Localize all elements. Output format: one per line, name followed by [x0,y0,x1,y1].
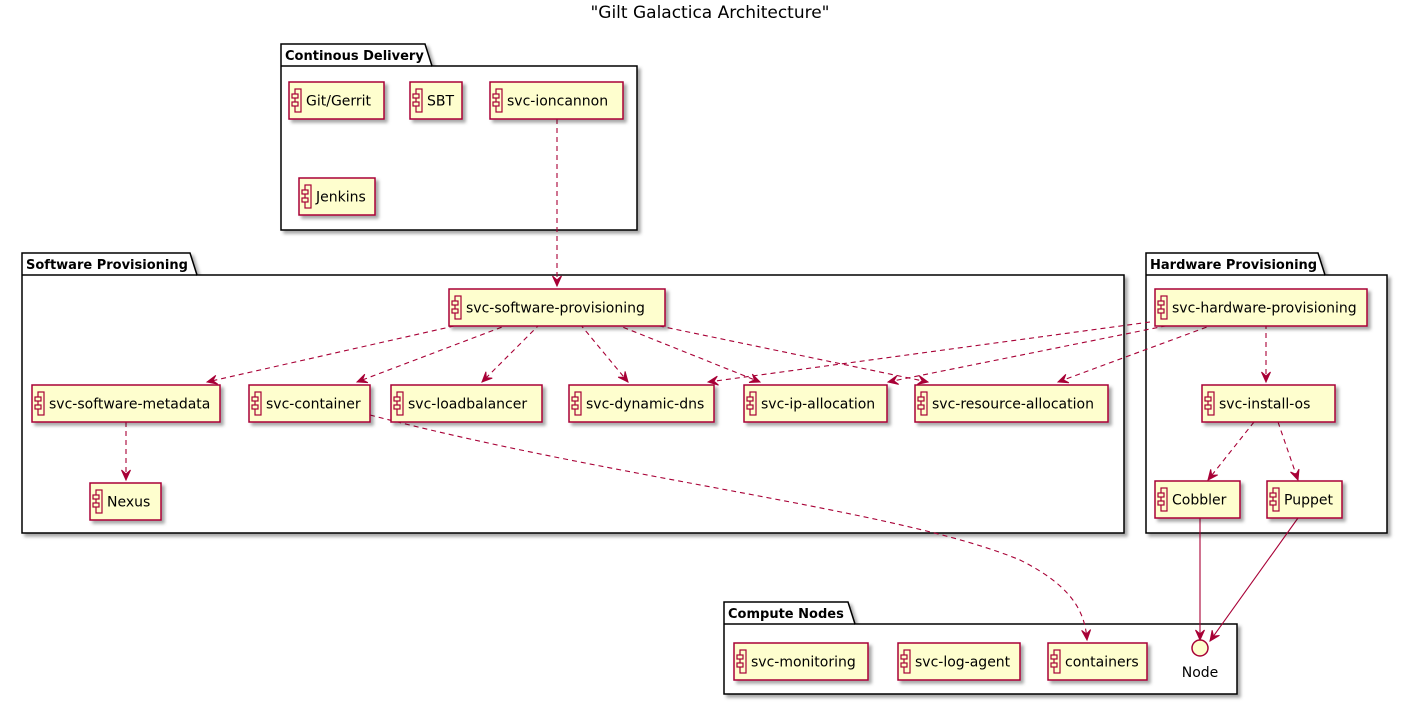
component-installos: svc-install-os [1201,384,1336,423]
node-interface: Node [1182,639,1219,681]
component-icon [37,391,45,416]
component-label-hwprov: svc-hardware-provisioning [1172,301,1357,317]
package-title-cd: Continous Delivery [285,49,424,64]
component-git: Git/Gerrit [288,81,385,120]
component-swprov: svc-software-provisioning [448,288,666,327]
arrowhead [1081,629,1092,642]
edge-swprov-lb [481,323,541,383]
component-icon [749,391,757,416]
arrowhead [706,375,719,386]
component-containers: containers [1047,642,1148,681]
component-icon [454,295,462,320]
component-label-dns: svc-dynamic-dns [586,397,704,413]
component-icon [1160,487,1168,512]
component-container: svc-container [248,384,371,423]
edge-swprov-resalloc [649,323,929,383]
edge-swprov-container [356,323,511,383]
component-label-monitoring: svc-monitoring [751,655,856,671]
edge-hwprov-dns [707,321,1151,383]
edge-installos-puppet [1277,421,1299,481]
arrowhead [121,469,131,482]
component-icon [304,184,312,209]
component-jenkins: Jenkins [298,177,376,216]
arrowhead [481,371,493,383]
component-puppet: Puppet [1266,480,1343,519]
arrowhead [1195,629,1205,642]
component-icon [294,88,302,113]
edge-swprov-ipalloc [614,323,761,383]
component-icon [739,649,747,674]
arrowhead [1207,469,1218,481]
component-resalloc: svc-resource-allocation [914,384,1109,423]
component-cobbler: Cobbler [1154,480,1241,519]
component-hwprov: svc-hardware-provisioning [1154,288,1368,327]
dependency-arrows [125,119,1299,642]
edge-swprov-dns [579,323,629,383]
edge-installos-cobbler [1207,421,1255,481]
component-label-cobbler: Cobbler [1172,493,1227,509]
arrowhead [1290,468,1300,482]
component-nexus: Nexus [89,482,162,521]
component-icon [1207,391,1215,416]
arrowhead [617,371,629,383]
edge-puppet-node [1209,517,1299,642]
component-icon [903,649,911,674]
component-label-sbt: SBT [427,94,454,110]
component-logagent: svc-log-agent [897,642,1021,681]
edge-swprov-swmeta [206,323,464,383]
package-title-cn: Compute Nodes [728,607,844,622]
arrowhead [1056,373,1070,384]
component-sbt: SBT [409,81,463,120]
component-icon [920,391,928,416]
component-icon [254,391,262,416]
arrowhead [552,275,562,288]
component-icon [574,391,582,416]
edge-container-containers [369,414,1088,641]
component-monitoring: svc-monitoring [733,642,869,681]
node-interface-circle [1191,639,1209,657]
component-icon [396,391,404,416]
component-label-container: svc-container [266,397,361,413]
arrowhead [355,373,369,384]
component-label-swmeta: svc-software-metadata [49,397,210,413]
component-label-ioncannon: svc-ioncannon [507,94,608,110]
component-label-resalloc: svc-resource-allocation [932,397,1094,413]
package-title-sp: Software Provisioning [26,258,188,273]
component-label-git: Git/Gerrit [306,94,372,110]
component-icon [1053,649,1061,674]
component-ipalloc: svc-ip-allocation [743,384,888,423]
edge-hwprov-ipalloc [887,323,1176,383]
component-label-containers: containers [1065,655,1139,671]
arrowhead [1261,371,1271,384]
arrowhead [916,375,930,385]
component-icon [95,489,103,514]
arrowhead [748,373,762,383]
component-label-logagent: svc-log-agent [915,655,1011,671]
component-ioncannon: svc-ioncannon [489,81,624,120]
component-icon [1160,295,1168,320]
component-dns: svc-dynamic-dns [568,384,715,423]
component-label-installos: svc-install-os [1219,397,1310,413]
arrowhead [205,375,219,385]
arrowhead [886,375,899,385]
component-label-lb: svc-loadbalancer [408,397,527,413]
component-label-nexus: Nexus [107,495,150,511]
component-icon [415,88,423,113]
edge-hwprov-resalloc [1057,323,1216,383]
diagram-title: "Gilt Galactica Architecture" [590,3,830,23]
component-icon [495,88,503,113]
component-lb: svc-loadbalancer [390,384,543,423]
package-title-hp: Hardware Provisioning [1150,258,1317,273]
component-swmeta: svc-software-metadata [31,384,221,423]
node-interface-label: Node [1182,665,1219,681]
component-label-ipalloc: svc-ip-allocation [761,397,875,413]
arrowheads [121,275,1300,642]
arrowhead [1209,630,1220,642]
component-label-swprov: svc-software-provisioning [466,301,645,317]
component-icon [1272,487,1280,512]
component-label-puppet: Puppet [1284,493,1333,509]
component-label-jenkins: Jenkins [315,190,366,206]
